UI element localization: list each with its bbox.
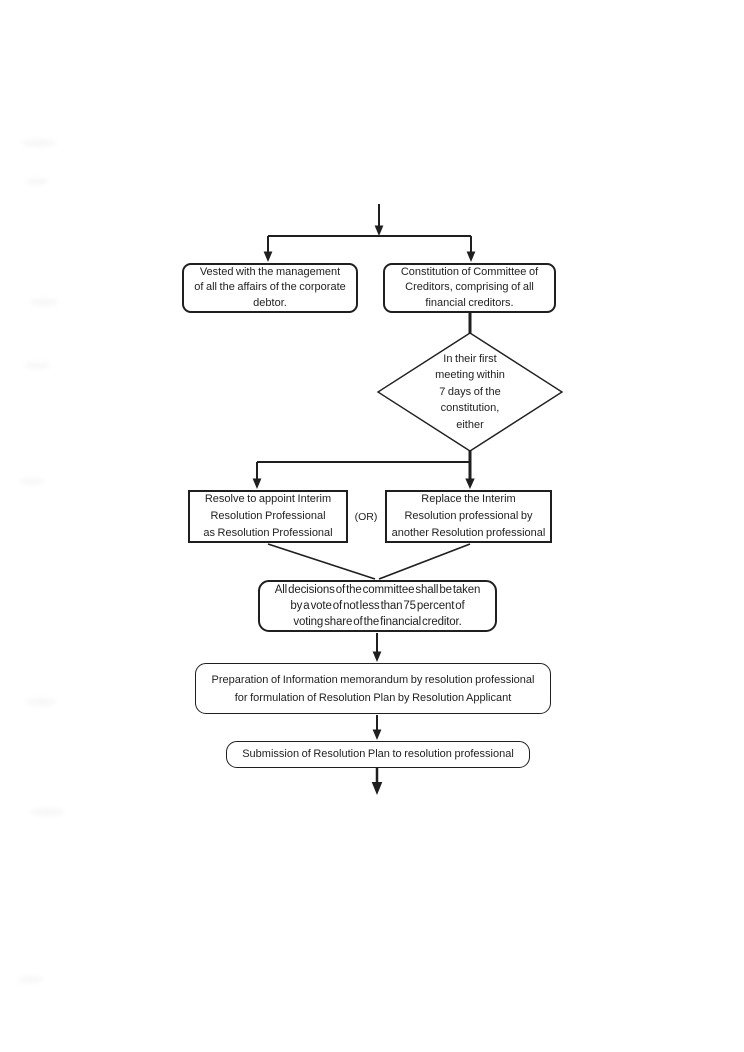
- node-first-meeting-decision-label: In their first meeting within 7 days of …: [435, 352, 505, 431]
- node-vested-management: Vested with the management of all the af…: [182, 263, 358, 313]
- node-resolve-appoint-irp: Resolve to appoint Interim Resolution Pr…: [188, 490, 348, 543]
- or-connector-label: (OR): [354, 511, 378, 524]
- scan-smudge: [22, 139, 56, 147]
- replace-to-decisions-diagonal: [378, 543, 471, 580]
- node-information-memorandum-preparation: Preparation of Information memorandum by…: [195, 663, 551, 714]
- decisions-arrow-head: [372, 651, 382, 662]
- scan-smudge: [30, 298, 58, 306]
- exit-arrow-head: [371, 782, 383, 795]
- preparation-arrow-head: [372, 729, 382, 740]
- entry-arrow-head: [374, 225, 384, 236]
- constitution-arrow-head: [466, 251, 476, 262]
- node-replace-interim-rp: Replace the Interim Resolution professio…: [385, 490, 552, 543]
- node-committee-voting-rule: All decisions of the committee shall be …: [258, 580, 497, 632]
- scan-smudge: [26, 698, 56, 706]
- replace-arrow-head: [465, 478, 475, 489]
- node-constitution-of-committee: Constitution of Committee of Creditors, …: [383, 263, 556, 313]
- vested-arrow-head: [263, 251, 273, 262]
- resolve-arrow-head: [252, 478, 262, 489]
- node-resolution-plan-submission: Submission of Resolution Plan to resolut…: [226, 741, 530, 768]
- scan-smudge: [18, 976, 44, 983]
- resolve-to-decisions-diagonal: [267, 543, 376, 580]
- scan-smudge: [20, 478, 44, 485]
- scan-smudge: [30, 808, 64, 816]
- scan-smudge: [26, 178, 48, 185]
- scan-smudge: [24, 362, 50, 369]
